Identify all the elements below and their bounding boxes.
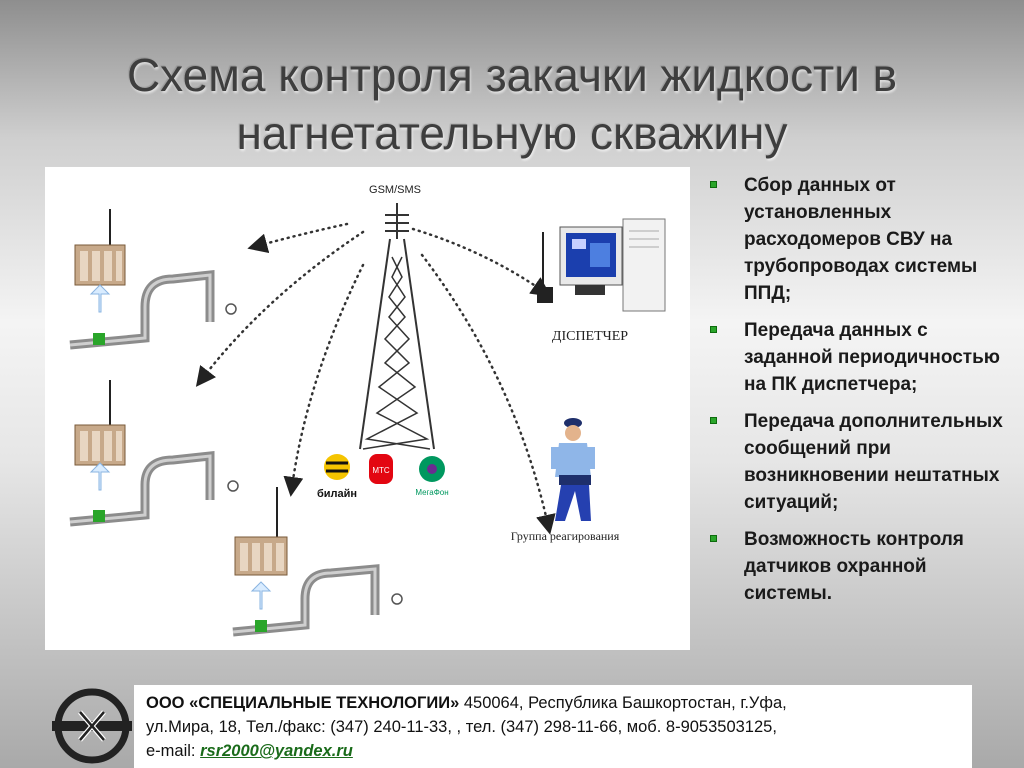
- flowmeter-icon: [74, 380, 126, 466]
- contact-line-3: e-mail: rsr2000@yandex.ru: [146, 739, 972, 763]
- email-label: e-mail:: [146, 742, 201, 760]
- bullet-marker: [710, 535, 717, 542]
- arrow-up-icon: [89, 462, 111, 491]
- feature-item: Передача дополнительных сообщений при во…: [706, 408, 1006, 516]
- email-link[interactable]: rsr2000@yandex.ru: [200, 742, 353, 760]
- control-scheme-diagram: GSM/SMS билайн МТС МегаФон: [45, 167, 690, 650]
- feature-item: Передача данных с заданной периодичность…: [706, 317, 1006, 398]
- bullet-marker: [710, 417, 717, 424]
- feature-item: Возможность контроля датчиков охранной с…: [706, 526, 1006, 607]
- feature-item: Сбор данных от установленных расходомеро…: [706, 172, 1006, 307]
- well-unit-2: [69, 380, 239, 527]
- arrow-up-icon: [89, 284, 111, 313]
- company-name: ООО «СПЕЦИАЛЬНЫЕ ТЕХНОЛОГИИ»: [146, 694, 460, 712]
- response-group-label: Группа реагирования: [511, 529, 620, 543]
- arrow-up-icon: [250, 581, 272, 610]
- company-contacts: ООО «СПЕЦИАЛЬНЫЕ ТЕХНОЛОГИИ» 450064, Рес…: [134, 685, 972, 768]
- dispatcher-label: ДІСПЕТЧЕР: [552, 329, 628, 344]
- diagram-canvas: GSM/SMS билайн МТС МегаФон: [69, 184, 666, 637]
- operator-mts-icon: МТС: [369, 454, 393, 484]
- bullet-marker: [710, 181, 717, 188]
- company-logo-icon: [52, 688, 132, 764]
- contact-line-2: ул.Мира, 18, Тел./факс: (347) 240-11-33,…: [146, 718, 777, 736]
- flowmeter-icon: [234, 487, 288, 576]
- feature-text: Сбор данных от установленных расходомеро…: [744, 175, 978, 304]
- company-address: 450064, Республика Башкортостан, г.Уфа,: [459, 694, 787, 712]
- well-unit-3: [232, 487, 403, 637]
- gsm-tower-icon: [359, 203, 435, 450]
- feature-text: Передача дополнительных сообщений при во…: [744, 411, 1003, 513]
- guard-person-icon: [551, 418, 595, 521]
- operator-megafon-icon: МегаФон: [415, 456, 449, 497]
- well-unit-1: [69, 209, 237, 350]
- dispatcher-computer-icon: [537, 218, 666, 312]
- feature-text: Возможность контроля датчиков охранной с…: [744, 529, 964, 604]
- operator-beeline-icon: билайн: [317, 454, 357, 500]
- gsm-label: GSM/SMS: [369, 184, 421, 196]
- features-list: Сбор данных от установленных расходомеро…: [706, 172, 1006, 617]
- bullet-marker: [710, 326, 717, 333]
- flowmeter-icon: [74, 209, 126, 286]
- operator-megafon-label: МегаФон: [415, 488, 448, 497]
- operator-mts-label: МТС: [372, 466, 390, 475]
- contact-line-1: ООО «СПЕЦИАЛЬНЫЕ ТЕХНОЛОГИИ» 450064, Рес…: [146, 691, 972, 715]
- operator-beeline-label: билайн: [317, 488, 357, 500]
- feature-text: Передача данных с заданной периодичность…: [744, 320, 1000, 395]
- slide-title: Схема контроля закачки жидкости в нагнет…: [126, 49, 898, 159]
- communication-links: [195, 222, 556, 535]
